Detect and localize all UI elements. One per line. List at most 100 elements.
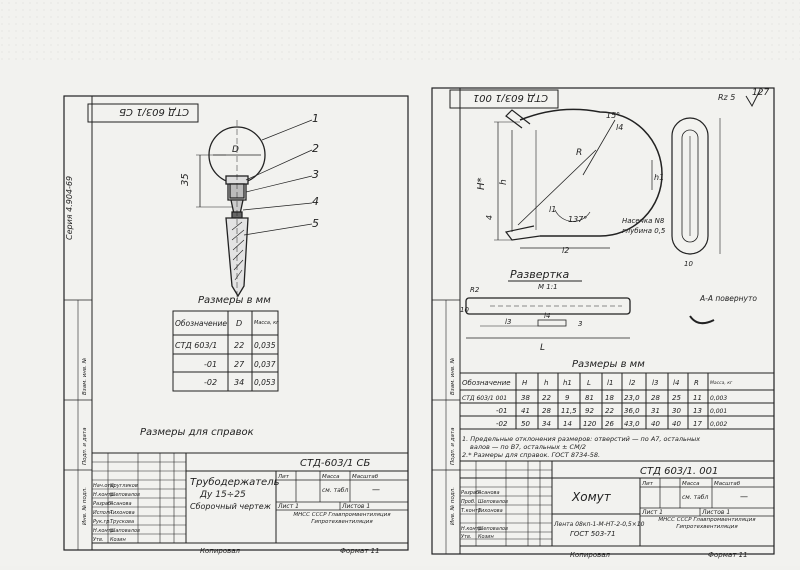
rt-h-5: l1 [607, 379, 613, 387]
rt-r2-6: 43,0 [624, 420, 640, 428]
rt-r1-6: 36,0 [624, 407, 640, 415]
right-title-block [459, 460, 775, 547]
left-name-1: Шеповалов [110, 492, 140, 498]
rt-r1-5: 22 [605, 407, 614, 415]
right-name-2: Тихонова [478, 508, 503, 514]
left-stamp-scale-value: — [372, 485, 380, 494]
right-size-table [459, 372, 775, 430]
left-row-1-name: -01 [204, 360, 217, 369]
callout-2: 2 [312, 142, 319, 155]
left-row-0-d: 22 [234, 341, 244, 350]
right-stamp-material-2: ГОСТ 503-71 [570, 530, 616, 538]
right-name-3: Шеповалов [478, 526, 508, 532]
left-name-2: Асанова [109, 501, 132, 507]
right-stamp-col-lit: Лит [641, 481, 654, 487]
rt-r2-8: 40 [672, 420, 681, 428]
marking-width: 10 [684, 260, 693, 268]
note-3: 2.* Размеры для справок. ГОСТ 8734-58. [462, 451, 600, 459]
left-sheet-frame [63, 95, 409, 551]
left-name-3: Тихонова [110, 510, 135, 516]
rt-r0-8: 25 [672, 394, 681, 402]
radius-R: R [576, 148, 582, 158]
dim-H: H* [476, 177, 487, 190]
rt-r2-3: 14 [563, 420, 572, 428]
angle-15: 15° [606, 111, 620, 120]
marking-note-2: глубина 0,5 [622, 227, 666, 235]
dim-L: L [540, 343, 545, 353]
rt-r0-9: 11 [693, 394, 702, 402]
right-role-4: Утв. [461, 534, 472, 540]
clamp-band [519, 108, 663, 237]
left-stamp-col-mass: Масса [322, 474, 340, 480]
rt-h-1: H [522, 379, 528, 387]
left-name-5: Шаповалов [110, 528, 140, 534]
left-row-2-mass: 0,053 [254, 378, 276, 387]
right-side-label-1: Инв. № подл. [450, 487, 456, 525]
rt-r0-2: 22 [542, 394, 551, 402]
rt-r1-8: 30 [672, 407, 681, 415]
right-corner-code: СТД 603/1 001 [473, 92, 548, 103]
strip-R2: R2 [470, 286, 480, 294]
razvertka-title: Развертка [510, 268, 570, 281]
right-table-text: Обозначение H h h1 L l1 l2 l3 l4 R Масса… [462, 379, 733, 428]
diameter-label: D [232, 145, 239, 155]
rt-h-3: h1 [563, 379, 572, 387]
right-name-4: Козин [478, 534, 495, 540]
dim-l1: l1 [549, 205, 556, 214]
marking-note-1: Насечка N8 [622, 217, 665, 225]
left-name-6: Козин [110, 537, 127, 543]
left-stamp-sheets: Листов 1 [341, 503, 370, 510]
left-corner-code: СТД 603/1 СБ [119, 106, 189, 117]
left-table-header-1: D [236, 319, 242, 328]
rt-r0-5: 18 [605, 394, 614, 402]
right-format: Формат 11 [708, 551, 748, 559]
right-name-1: Шеповалов [478, 499, 508, 505]
rt-r2-4: 120 [583, 420, 597, 428]
dimension-35: 35 [180, 173, 191, 186]
right-stamp-col-mass: Масса [682, 481, 700, 487]
pipe-holder-drawing [196, 119, 313, 300]
angle-137: 137° [568, 215, 587, 224]
rt-r1-3: 11,5 [561, 407, 577, 415]
right-stamp-title: Хомут [571, 490, 612, 504]
rt-r0-6: 23,0 [624, 394, 640, 402]
page-number: 127 [752, 88, 769, 98]
roughness-symbol [745, 89, 761, 108]
rt-h-6: l2 [629, 379, 636, 387]
rt-r2-7: 40 [651, 420, 660, 428]
left-name-4: Трускова [110, 519, 134, 525]
note-1: 1. Предельные отклонения размеров: отвер… [462, 435, 700, 443]
left-stamp-mass-value: см. табл [322, 487, 349, 494]
left-title-block [91, 452, 409, 544]
left-role-6: Утв. [93, 537, 104, 543]
rt-r0-10: 0,003 [710, 395, 727, 402]
left-name-0: Кругликов [110, 483, 138, 489]
right-stamp-col-scale: Масштаб [714, 481, 741, 487]
left-role-4: Рук.гр. [93, 519, 111, 525]
left-role-5: Н.контр. [93, 528, 115, 534]
dim-l3: l3 [505, 318, 511, 326]
right-stamp-org-box: МНСС СССР Главпромвентиляция Гипротехвен… [658, 517, 755, 530]
razvertka-scale: М 1:1 [538, 283, 558, 291]
callout-4: 4 [312, 195, 319, 208]
left-copied: Копировал [200, 547, 241, 555]
rt-r2-10: 0,002 [710, 421, 727, 428]
rt-h-9: R [694, 379, 699, 387]
right-copied: Копировал [570, 551, 611, 559]
rt-r1-2: 28 [542, 407, 551, 415]
note-2: валов — по В7, остальных ± CM/2 [470, 443, 586, 451]
dim-l2: l2 [562, 246, 569, 255]
dim-3: 3 [578, 320, 582, 328]
left-stamp-title-1: Трубодержатель [190, 476, 280, 488]
callout-3: 3 [312, 168, 319, 181]
scan-noise [0, 0, 800, 60]
marking-view [671, 117, 721, 255]
view-section [689, 315, 715, 325]
rt-r0-1: 38 [521, 394, 530, 402]
right-stamp-sheets: Листов 1 [701, 509, 730, 516]
callout-1: 1 [312, 112, 319, 125]
left-stamp-sheet: Лист 1 [277, 503, 299, 510]
rt-r2-2: 34 [542, 420, 551, 428]
